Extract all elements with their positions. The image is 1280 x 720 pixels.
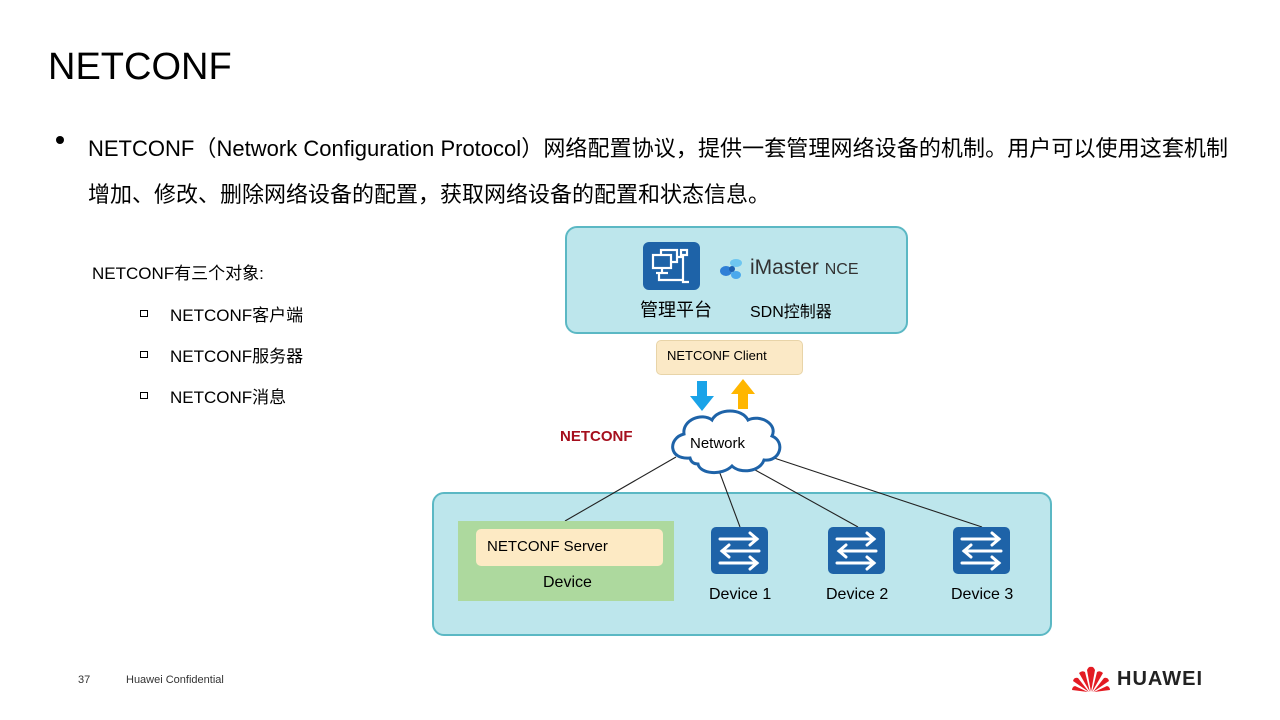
network-label: Network [690,435,746,452]
device-label: Device [543,574,592,591]
management-platform-icon [643,242,700,290]
switch-icon [828,527,885,574]
object-label: NETCONF客户端 [170,306,304,325]
object-item: NETCONF消息 [140,383,286,408]
sdn-controller-label: SDN控制器 [750,304,832,321]
device-2-label: Device 2 [826,586,889,603]
link-line [764,454,983,528]
network-cloud-icon [671,409,782,474]
netconf-server-box: NETCONF Server [476,529,663,566]
management-platform-label: 管理平台 [640,300,712,320]
slide-title: NETCONF [48,46,232,88]
imaster-logo-icon [718,255,744,281]
link-line [717,467,741,528]
netconf-client-box: NETCONF Client [656,340,803,375]
down-arrow-icon [690,381,714,411]
netconf-protocol-label: NETCONF [560,428,633,445]
object-label: NETCONF消息 [170,388,287,407]
switch-icon [711,527,768,574]
square-bullet-icon [140,351,148,358]
bullet-dot-icon [56,136,64,144]
link-line [747,465,859,528]
link-line [564,456,677,522]
up-arrow-icon [731,379,755,409]
square-bullet-icon [140,310,148,317]
object-item: NETCONF服务器 [140,342,303,367]
object-label: NETCONF服务器 [170,347,304,366]
switch-icon [953,527,1010,574]
object-item: NETCONF客户端 [140,301,303,326]
objects-title: NETCONF有三个对象: [92,264,264,283]
imaster-brand: iMaster NCE [750,256,859,279]
imaster-nce-logo: iMaster NCE [718,255,858,281]
confidential-label: Huawei Confidential [126,674,224,686]
huawei-logo-icon [1070,664,1112,694]
square-bullet-icon [140,392,148,399]
controller-group-box [565,226,908,334]
huawei-brand-text: HUAWEI [1117,668,1203,690]
page-number: 37 [78,674,91,686]
device-1-label: Device 1 [709,586,772,603]
device-3-label: Device 3 [951,586,1014,603]
bullet-text: NETCONF（Network Configuration Protocol）网… [88,136,1228,207]
